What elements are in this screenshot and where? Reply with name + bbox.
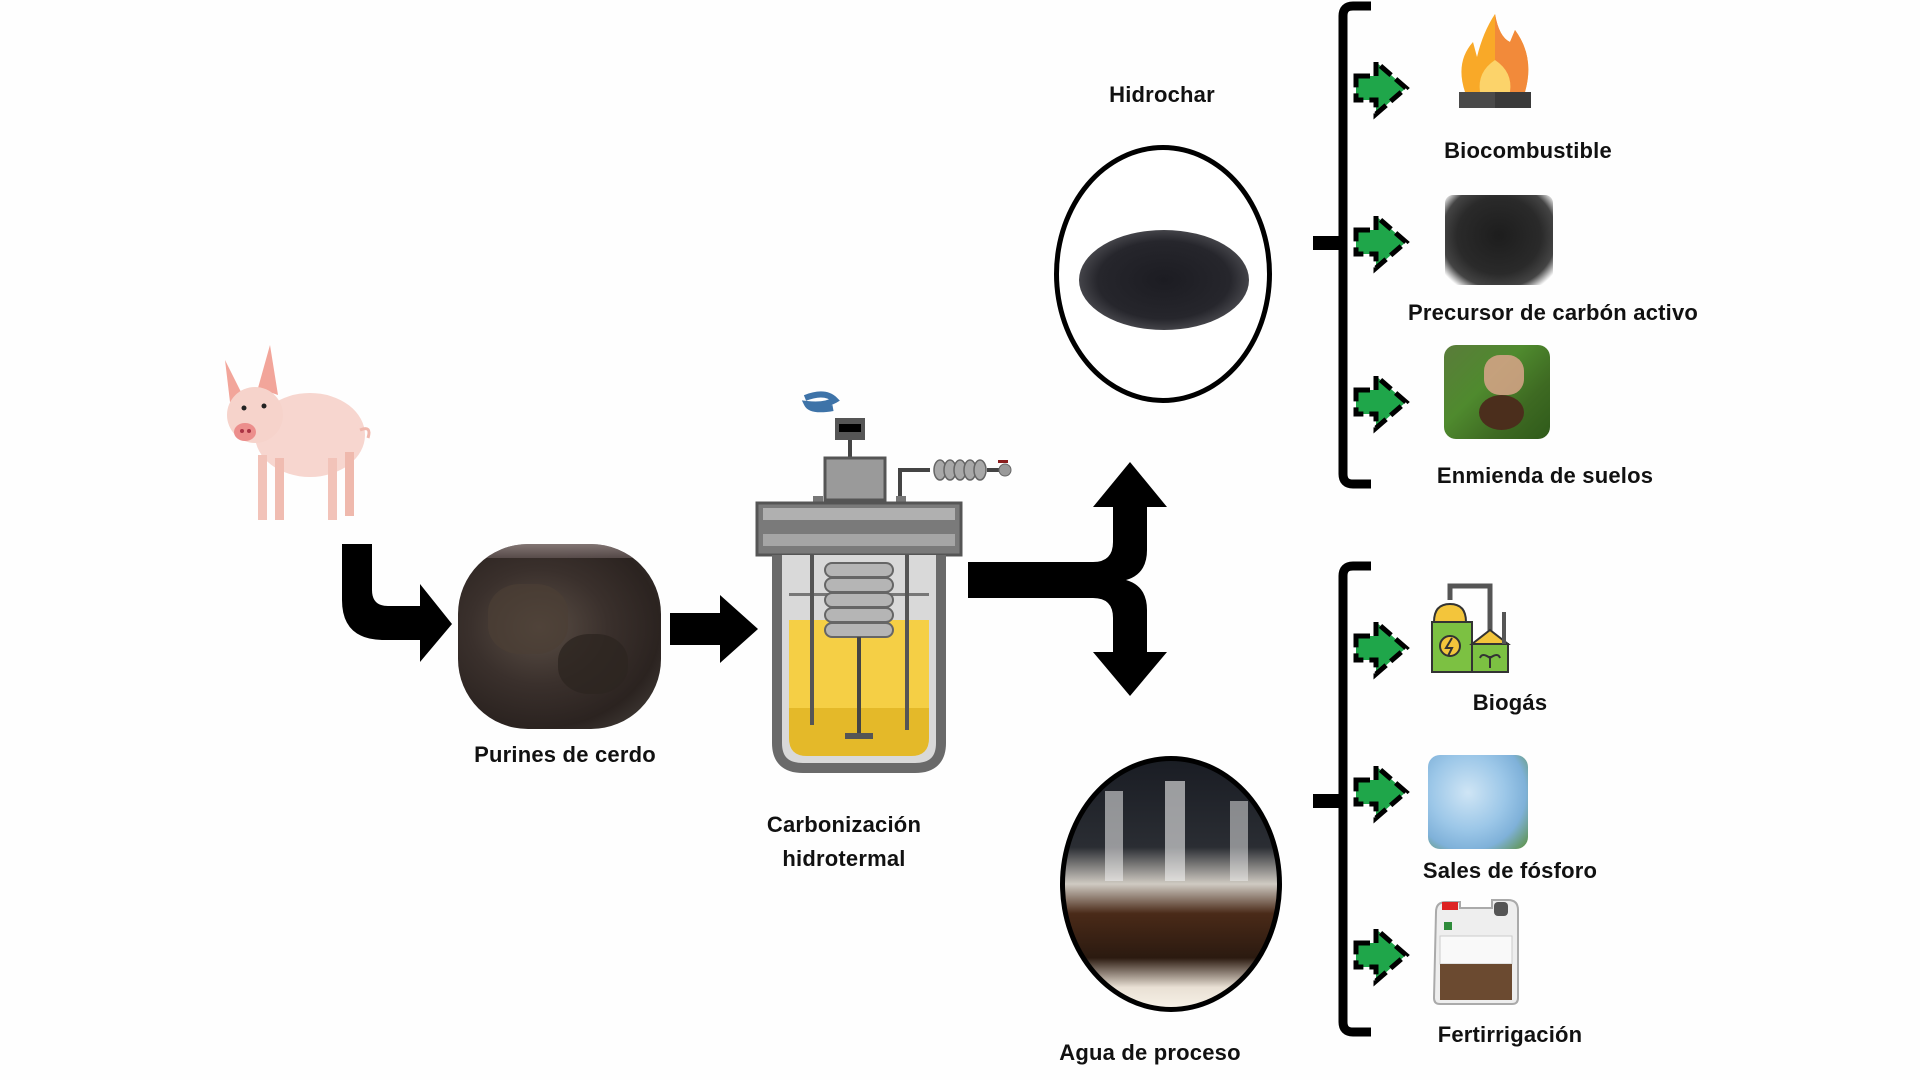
hydrochar-image xyxy=(1054,145,1272,403)
fertilizer-jug-icon xyxy=(1432,899,1519,1005)
pig-icon xyxy=(225,345,371,520)
process-label-line1: Carbonización xyxy=(766,812,922,837)
biogas-plant-icon xyxy=(1431,583,1511,673)
flame-icon xyxy=(1459,14,1531,108)
water-applications-bracket xyxy=(1313,561,1371,1037)
fork-arrow xyxy=(968,462,1167,696)
application-arrow-soil xyxy=(1353,370,1410,434)
soil-amendment-label: Enmienda de suelos xyxy=(1436,463,1654,488)
process-water-image xyxy=(1060,756,1282,1012)
carbon-pellets-icon xyxy=(1445,195,1553,285)
process-water-label: Agua de proceso xyxy=(1059,1040,1241,1065)
activated-carbon-label: Precursor de carbón activo xyxy=(1407,300,1699,325)
fertirrigation-label: Fertirrigación xyxy=(1437,1022,1583,1047)
hydrochar-label: Hidrochar xyxy=(1109,82,1215,107)
flow-arrow-pig-to-slurry xyxy=(342,544,452,662)
phosphorus-granules-icon xyxy=(1428,755,1528,849)
flow-arrow-slurry-to-reactor xyxy=(670,595,758,663)
application-arrow-phosphorus xyxy=(1353,760,1410,824)
biofuel-label: Biocombustible xyxy=(1444,138,1612,163)
application-arrow-biogas xyxy=(1353,616,1410,680)
reactor-icon xyxy=(755,391,1012,773)
application-arrow-activated-carbon xyxy=(1353,210,1410,274)
pig-slurry-image xyxy=(458,544,661,729)
biogas-label: Biogás xyxy=(1472,690,1548,715)
application-arrow-biofuel xyxy=(1353,56,1410,120)
slurry-label: Purines de cerdo xyxy=(474,742,656,767)
application-arrow-fertirrigation xyxy=(1353,923,1410,987)
soil-hands-icon xyxy=(1444,345,1550,439)
phosphorus-salts-label: Sales de fósforo xyxy=(1422,858,1598,883)
hydrochar-applications-bracket xyxy=(1313,1,1371,489)
process-label-line2: hidrotermal xyxy=(782,846,906,871)
